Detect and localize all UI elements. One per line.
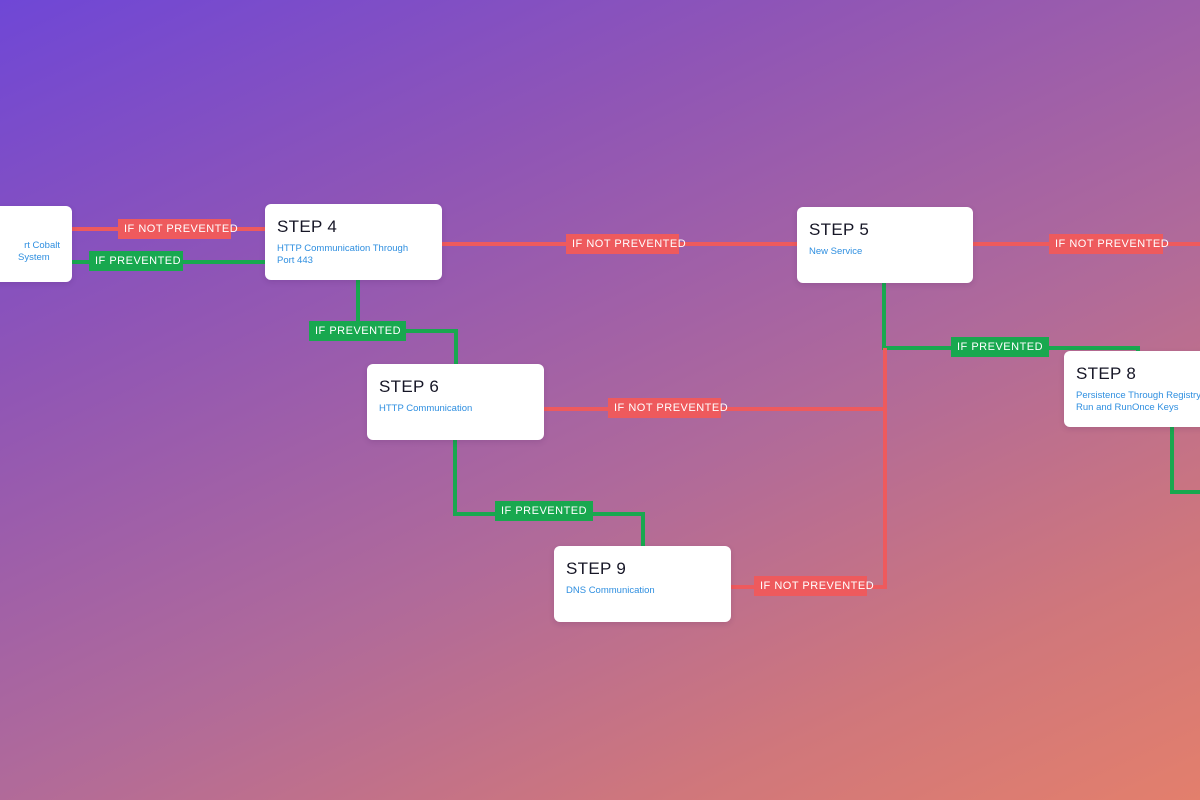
step9-desc-line1: DNS Communication: [566, 585, 655, 596]
step5-card[interactable]: STEP 5 New Service: [797, 207, 973, 283]
label-step5-to-step8-prevented: IF PREVENTED: [951, 337, 1049, 357]
step9-title: STEP 9: [566, 559, 627, 578]
label-prev-to-step4-prevented: IF PREVENTED: [89, 251, 183, 271]
label-step6-to-step9-prevented: IF PREVENTED: [495, 501, 593, 521]
step8-desc-line1: Persistence Through Registry: [1076, 390, 1200, 401]
step-prev-desc-line1: rt Cobalt: [24, 240, 60, 251]
step6-title: STEP 6: [379, 377, 440, 396]
step-prev-card[interactable]: rt Cobalt System: [0, 206, 72, 282]
label-step4-to-step6-prevented: IF PREVENTED: [309, 321, 406, 341]
step5-desc-line1: New Service: [809, 246, 863, 257]
step4-card[interactable]: STEP 4 HTTP Communication Through Port 4…: [265, 204, 442, 280]
step4-desc-line1: HTTP Communication Through: [277, 243, 409, 254]
connector-step8-exit-prevented: [1170, 427, 1200, 494]
step6-desc-line1: HTTP Communication: [379, 403, 473, 414]
label-prev-to-step4-not-prevented: IF NOT PREVENTED: [118, 219, 238, 239]
step9-card[interactable]: STEP 9 DNS Communication: [554, 546, 731, 622]
step-prev-desc-line2: System: [18, 252, 50, 263]
step4-title: STEP 4: [277, 217, 338, 236]
step8-desc-line2: Run and RunOnce Keys: [1076, 402, 1179, 413]
label-step6-not-prevented: IF NOT PREVENTED: [608, 398, 728, 418]
step6-card[interactable]: STEP 6 HTTP Communication: [367, 364, 544, 440]
label-step5-exit-not-prevented: IF NOT PREVENTED: [1049, 234, 1169, 254]
step5-title: STEP 5: [809, 220, 870, 239]
label-step9-not-prevented: IF NOT PREVENTED: [754, 576, 874, 596]
connector-step9-not-prevented: [730, 348, 887, 589]
connector-step6-to-step9-prevented: [453, 440, 645, 546]
step4-desc-line2: Port 443: [277, 255, 313, 266]
connector-step4-to-step6-prevented: [356, 280, 458, 364]
step8-card[interactable]: STEP 8 Persistence Through Registry Run …: [1064, 351, 1200, 427]
step8-title: STEP 8: [1076, 364, 1137, 383]
label-step4-to-step5-not-prevented: IF NOT PREVENTED: [566, 234, 686, 254]
